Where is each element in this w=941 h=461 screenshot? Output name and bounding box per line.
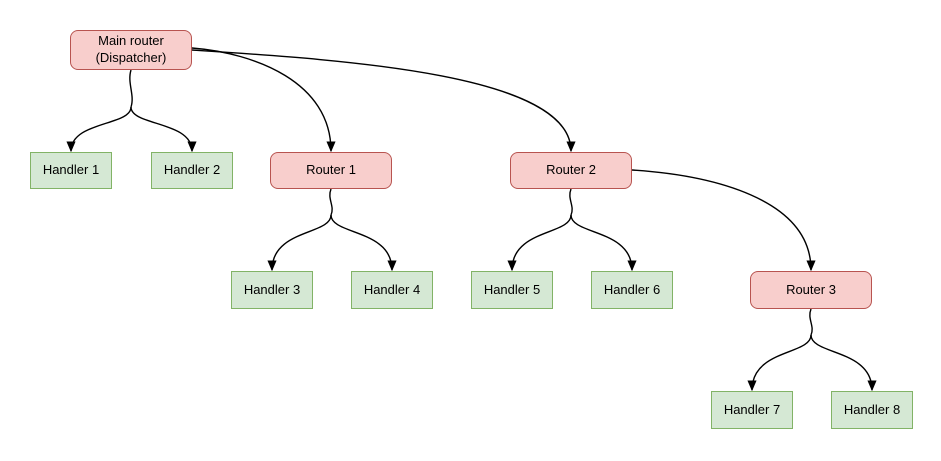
node-handler-2: Handler 2 bbox=[151, 152, 233, 189]
node-handler-1-label: Handler 1 bbox=[42, 162, 100, 178]
node-router-1: Router 1 bbox=[270, 152, 392, 189]
node-main-router: Main router (Dispatcher) bbox=[70, 30, 192, 70]
node-router-3: Router 3 bbox=[750, 271, 872, 309]
edge-router2-to-handler6 bbox=[570, 214, 637, 272]
node-handler-4-label: Handler 4 bbox=[363, 281, 421, 297]
edge-router2-to-handler5 bbox=[507, 214, 572, 272]
edge-trunk-router2 bbox=[569, 188, 573, 216]
node-handler-5-label: Handler 5 bbox=[483, 281, 541, 297]
node-handler-7-label: Handler 7 bbox=[723, 401, 781, 417]
edge-main-to-router2 bbox=[191, 49, 576, 153]
node-handler-3: Handler 3 bbox=[231, 271, 313, 309]
node-handler-6: Handler 6 bbox=[591, 271, 673, 309]
node-main-router-label: Main router (Dispatcher) bbox=[95, 33, 167, 65]
edge-main-to-handler2 bbox=[130, 106, 197, 153]
node-handler-2-label: Handler 2 bbox=[163, 162, 221, 178]
edge-trunk-main-router bbox=[129, 69, 133, 108]
node-router-1-label: Router 1 bbox=[306, 162, 356, 178]
edge-trunk-router1 bbox=[329, 188, 333, 216]
node-handler-8-label: Handler 8 bbox=[843, 401, 901, 417]
edge-trunk-router3 bbox=[809, 308, 813, 336]
node-handler-5: Handler 5 bbox=[471, 271, 553, 309]
node-handler-3-label: Handler 3 bbox=[243, 281, 301, 297]
edge-main-to-router1 bbox=[191, 47, 336, 153]
node-handler-4: Handler 4 bbox=[351, 271, 433, 309]
node-router-2: Router 2 bbox=[510, 152, 632, 189]
node-router-2-label: Router 2 bbox=[546, 162, 596, 178]
edge-main-to-handler1 bbox=[66, 106, 132, 153]
edge-router1-to-handler3 bbox=[267, 214, 332, 272]
edge-router1-to-handler4 bbox=[330, 214, 397, 272]
edge-router3-to-handler8 bbox=[810, 334, 877, 392]
node-handler-1: Handler 1 bbox=[30, 152, 112, 189]
edge-router2-to-router3 bbox=[631, 169, 816, 272]
node-handler-7: Handler 7 bbox=[711, 391, 793, 429]
edge-router3-to-handler7 bbox=[747, 334, 812, 392]
node-handler-6-label: Handler 6 bbox=[603, 281, 661, 297]
node-router-3-label: Router 3 bbox=[786, 281, 836, 297]
node-handler-8: Handler 8 bbox=[831, 391, 913, 429]
